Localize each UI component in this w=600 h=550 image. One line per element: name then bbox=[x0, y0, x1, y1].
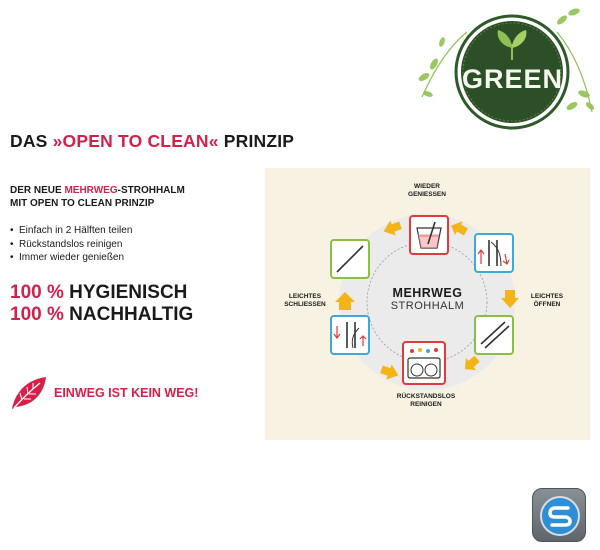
slogan: EINWEG IST KEIN WEG! bbox=[10, 375, 198, 411]
step-clean-box bbox=[402, 341, 446, 385]
step-label-line: GENIESSEN bbox=[408, 190, 446, 198]
step-label-line: LEICHTES bbox=[288, 293, 322, 300]
list-item: •Immer wieder genießen bbox=[10, 252, 125, 263]
step-label-line: REINIGEN bbox=[410, 400, 442, 408]
step-open-box bbox=[474, 315, 514, 355]
intro-line-1-suffix: -STROHHALM bbox=[117, 185, 185, 196]
open-to-clean-diagram: WIEDER GENIESSEN LEICHTES ÖFFNEN RÜCKSTA… bbox=[265, 168, 590, 440]
step-label-line: LEICHTES bbox=[530, 293, 564, 300]
step-label-line: WIEDER bbox=[414, 183, 440, 190]
diagram-center-subtitle: STROHHALM bbox=[390, 300, 465, 312]
leaf-icon bbox=[12, 377, 46, 409]
feature-list: •Einfach in 2 Hälften teilen •Rückstands… bbox=[10, 224, 132, 265]
headline-accent: »OPEN TO CLEAN« bbox=[52, 131, 219, 151]
step-label-line: SCHLIESSEN bbox=[284, 300, 326, 308]
claim-percent: 100 % bbox=[10, 282, 64, 303]
list-item-text: Rückstandslos reinigen bbox=[19, 238, 123, 250]
diagram-center-title: MEHRWEG bbox=[392, 286, 463, 300]
slogan-text: EINWEG IST KEIN WEG! bbox=[54, 386, 199, 400]
cycle-graphic bbox=[330, 214, 519, 390]
claim-percent: 100 % bbox=[10, 304, 64, 325]
step-label-open: LEICHTES ÖFFNEN bbox=[525, 293, 569, 308]
brand-logo bbox=[532, 488, 586, 542]
step-label-line: ÖFFNEN bbox=[533, 300, 561, 308]
list-item-text: Immer wieder genießen bbox=[19, 252, 125, 263]
headline-suffix: PRINZIP bbox=[218, 131, 295, 151]
intro-text: DER NEUE MEHRWEG-STROHHALM MIT OPEN TO C… bbox=[10, 184, 185, 210]
green-badge-graphic bbox=[418, 8, 595, 130]
step-enjoy-box bbox=[409, 215, 449, 255]
step-label-clean: RÜCKSTANDSLOS REINIGEN bbox=[385, 393, 467, 408]
step-straw-box bbox=[330, 239, 370, 279]
intro-line-1-accent: MEHRWEG bbox=[64, 185, 118, 196]
green-badge-text: GREEN bbox=[462, 64, 564, 94]
list-item: •Einfach in 2 Hälften teilen bbox=[10, 225, 133, 236]
cycle-arrows bbox=[335, 220, 519, 380]
claim-hygienic: 100 % HYGIENISCH bbox=[10, 282, 193, 304]
step-close-box bbox=[330, 315, 370, 355]
step-label-enjoy: WIEDER GENIESSEN bbox=[395, 183, 459, 198]
headline-prefix: DAS bbox=[10, 131, 53, 151]
list-item: •Rückstandslos reinigen bbox=[10, 238, 123, 250]
intro-line-1-prefix: DER NEUE bbox=[10, 185, 65, 196]
claim-text: NACHHALTIG bbox=[63, 304, 194, 325]
intro-line-1: DER NEUE MEHRWEG-STROHHALM bbox=[10, 184, 185, 197]
step-split-box bbox=[474, 233, 514, 273]
claim-sustainable: 100 % NACHHALTIG bbox=[10, 304, 193, 326]
intro-line-2: MIT OPEN TO CLEAN PRINZIP bbox=[10, 198, 155, 209]
claims: 100 % HYGIENISCH 100 % NACHHALTIG bbox=[10, 282, 193, 326]
page-headline: DAS »OPEN TO CLEAN« PRINZIP bbox=[10, 131, 294, 152]
claim-text: HYGIENISCH bbox=[63, 282, 188, 303]
green-badge: GREEN bbox=[412, 2, 600, 130]
step-label-close: LEICHTES SCHLIESSEN bbox=[277, 293, 333, 308]
list-item-text: Einfach in 2 Hälften teilen bbox=[19, 225, 133, 236]
brand-s-logo-icon bbox=[540, 496, 580, 536]
step-label-line: RÜCKSTANDSLOS bbox=[396, 393, 456, 400]
